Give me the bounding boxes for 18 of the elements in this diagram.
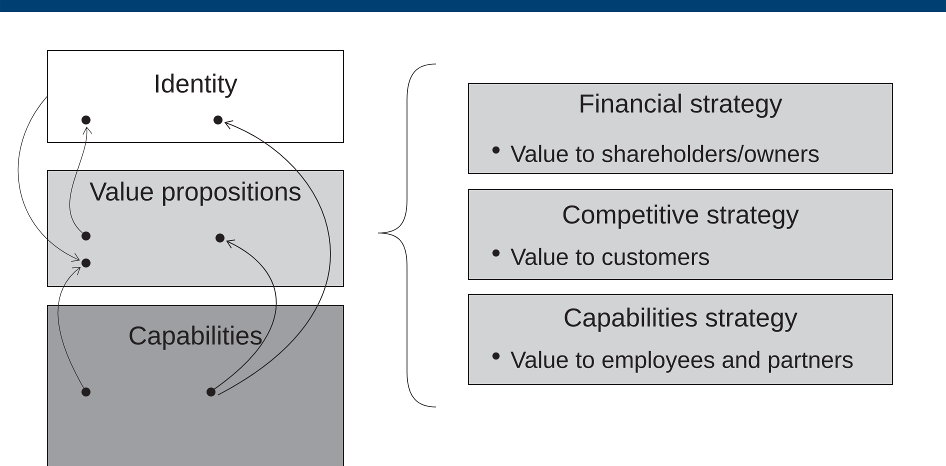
identity-box: Identity bbox=[47, 50, 344, 143]
dot bbox=[82, 258, 91, 268]
dot bbox=[214, 116, 222, 124]
curved-arrow bbox=[218, 120, 330, 396]
dot bbox=[216, 234, 224, 242]
strategy-box: Capabilities strategy Value to employees and partners bbox=[468, 294, 893, 385]
curved-arrow bbox=[18, 96, 80, 262]
dot bbox=[206, 388, 216, 396]
strategy-box: Financial strategy Value to shareholders/owners bbox=[468, 83, 893, 174]
value-box: Value propositions bbox=[47, 170, 344, 287]
curved-arrow bbox=[70, 126, 92, 234]
dot bbox=[82, 116, 91, 124]
curved-arrow bbox=[212, 240, 277, 390]
curved-arrow bbox=[58, 267, 84, 388]
dot bbox=[82, 232, 91, 240]
strategy-box: Competitive strategy Value to customers bbox=[468, 189, 893, 280]
capabilities-box: Capabilities bbox=[47, 305, 344, 466]
dot bbox=[82, 388, 91, 396]
